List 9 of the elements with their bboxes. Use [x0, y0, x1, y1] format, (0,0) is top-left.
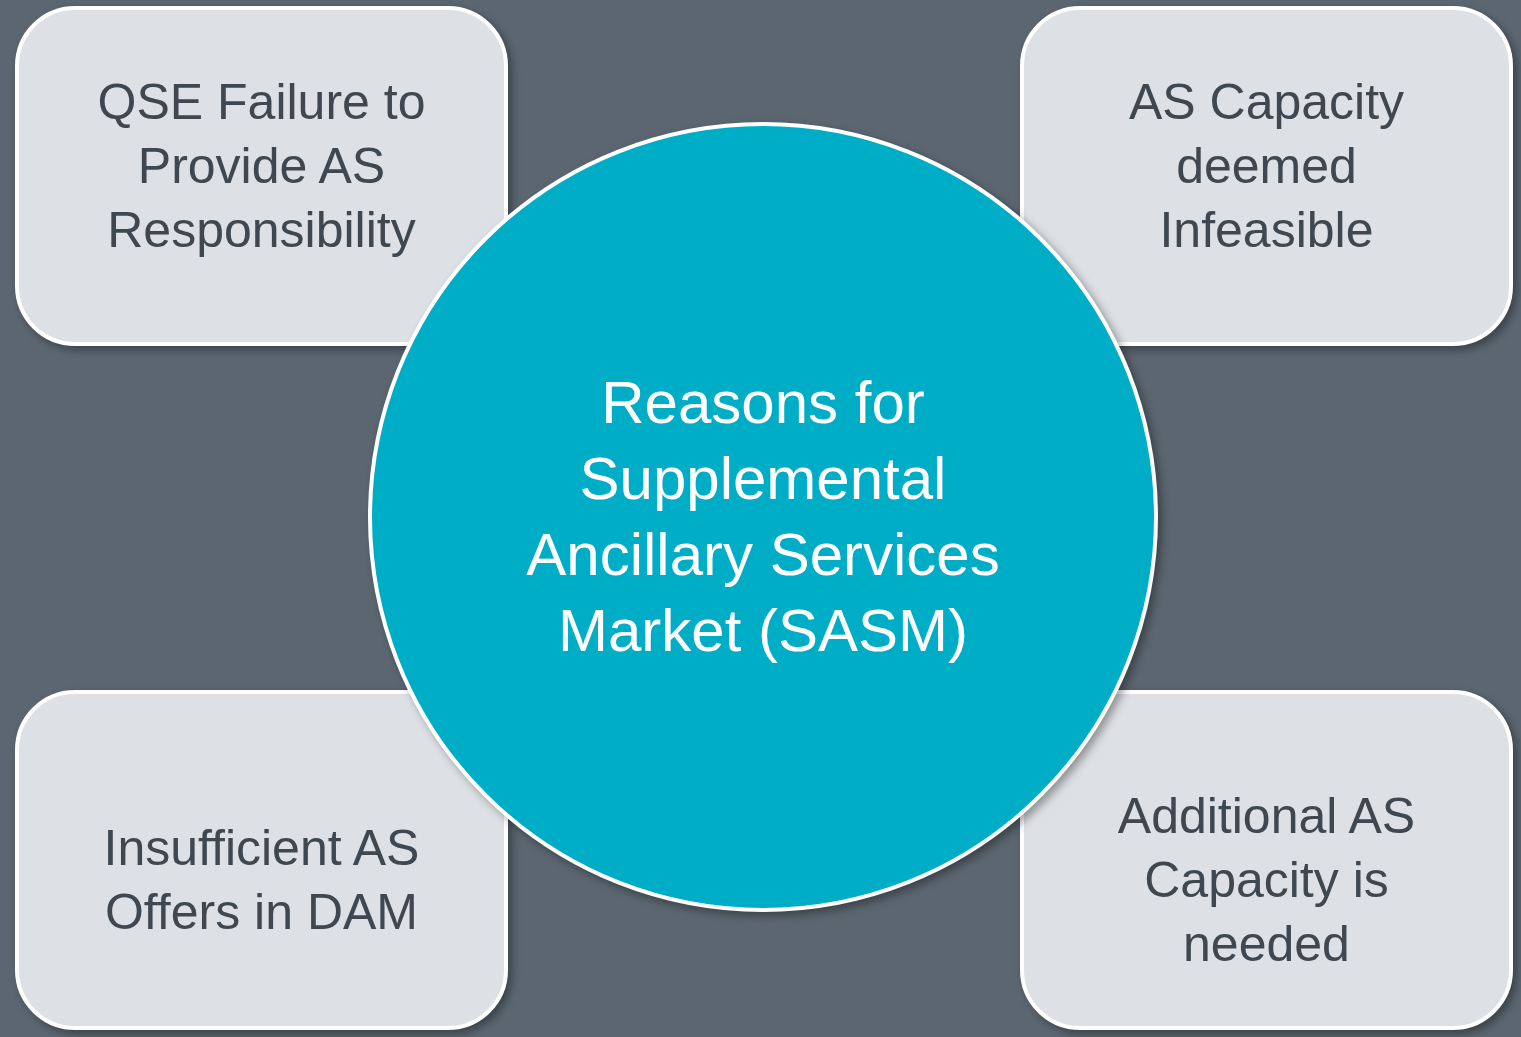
reason-card	[1020, 6, 1513, 346]
reason-card	[15, 690, 508, 1030]
reason-card	[15, 6, 508, 346]
reason-text: AS Capacity deemed Infeasible	[1127, 73, 1406, 260]
circle-title: Reasons for Supplemental Ancillary Services Market (SASM)	[525, 368, 1001, 666]
reason-text: Additional AS Capacity is needed	[1116, 787, 1417, 974]
reason-card	[1020, 690, 1513, 1030]
reason-text: Insufficient AS Offers in DAM	[102, 819, 421, 942]
reason-text: QSE Failure to Provide AS Responsibility	[96, 73, 427, 260]
